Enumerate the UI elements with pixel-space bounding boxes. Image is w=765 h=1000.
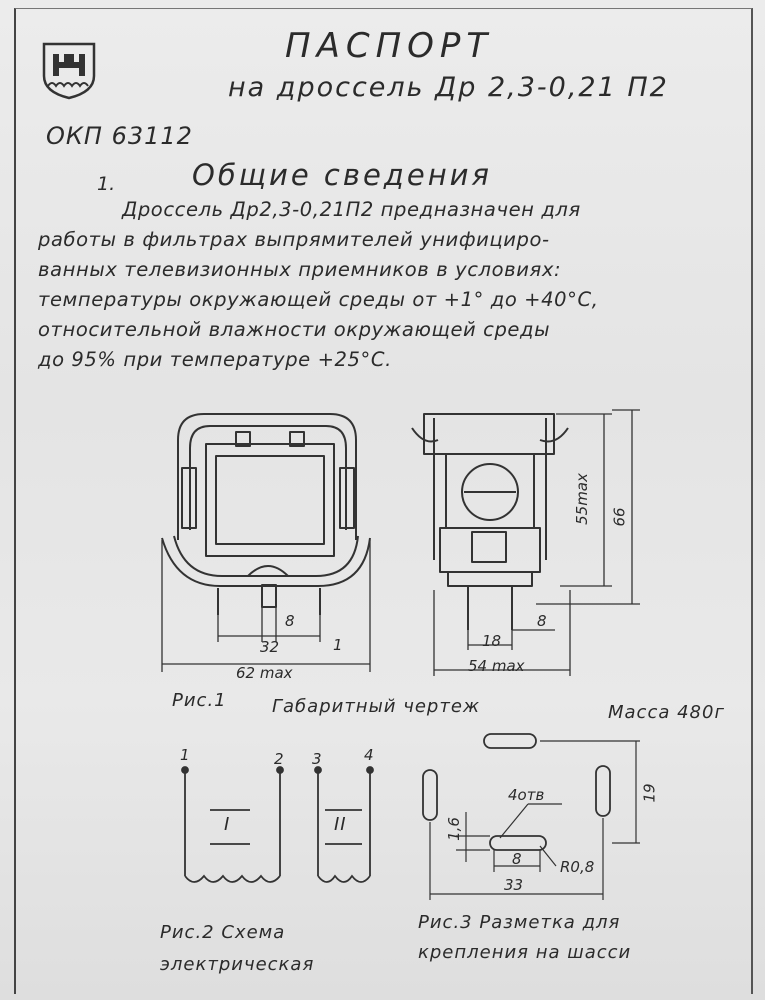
document-subtitle: на дроссель Др 2,3-0,21 П2 xyxy=(228,72,669,103)
dim-62max: 62 max xyxy=(236,664,293,682)
dim-55max: 55max xyxy=(572,473,591,525)
page-frame xyxy=(14,8,753,994)
paragraph-line: Дроссель Др2,3-0,21П2 предназначен для xyxy=(122,198,581,221)
dim-32: 32 xyxy=(260,638,280,656)
section-title: Общие сведения xyxy=(192,158,492,192)
paragraph-line: ванных телевизионных приемников в услови… xyxy=(38,258,562,281)
factory-logo-icon xyxy=(42,42,96,100)
dim-8-mount: 8 xyxy=(512,850,522,868)
paragraph-line: работы в фильтрах выпрямителей унифициро… xyxy=(38,228,550,251)
paragraph-line: температуры окружающей среды от +1° до +… xyxy=(38,288,599,311)
dim-19: 19 xyxy=(640,783,659,803)
figure1-caption: Рис.1 xyxy=(172,690,227,711)
dim-18: 18 xyxy=(482,632,502,650)
figure3-caption-line1: Рис.3 Разметка для xyxy=(418,912,621,933)
mass-label: Масса 480г xyxy=(608,702,725,723)
description-paragraph: Дроссель Др2,3-0,21П2 предназначен для р… xyxy=(38,195,728,375)
document-title: ПАСПОРТ xyxy=(285,26,494,66)
section-number: 1. xyxy=(97,173,116,195)
dim-1-6: 1,6 xyxy=(444,817,463,841)
pin-2-label: 2 xyxy=(274,750,284,768)
paragraph-line: до 95% при температуре +25°С. xyxy=(38,348,392,371)
pin-4-label: 4 xyxy=(364,746,374,764)
okp-code: ОКП 63112 xyxy=(46,122,193,150)
dim-54max: 54 max xyxy=(468,657,525,675)
pin-3-label: 3 xyxy=(312,750,322,768)
figure3-caption-line2: крепления на шасси xyxy=(418,942,632,963)
winding-1-label: I xyxy=(224,814,231,835)
dim-8-right: 8 xyxy=(537,612,547,630)
electrical-schematic xyxy=(181,766,374,883)
dim-8-left: 8 xyxy=(285,612,295,630)
pin-1-label: 1 xyxy=(180,746,190,764)
mounting-layout xyxy=(422,733,611,851)
dim-33: 33 xyxy=(504,876,524,894)
dim-1: 1 xyxy=(333,636,343,654)
figure2-caption-line1: Рис.2 Схема xyxy=(160,922,286,943)
holes-count: 4отв xyxy=(508,786,545,804)
figure2-caption-line2: электрическая xyxy=(160,954,315,975)
winding-2-label: II xyxy=(334,814,347,835)
choke-front-view xyxy=(161,413,371,615)
dim-66: 66 xyxy=(610,507,629,527)
choke-side-view xyxy=(411,413,569,630)
figure1-label: Габаритный чертеж xyxy=(272,696,481,717)
paragraph-line: относительной влажности окружающей среды xyxy=(38,318,551,341)
radius-r0-8: R0,8 xyxy=(560,858,595,876)
